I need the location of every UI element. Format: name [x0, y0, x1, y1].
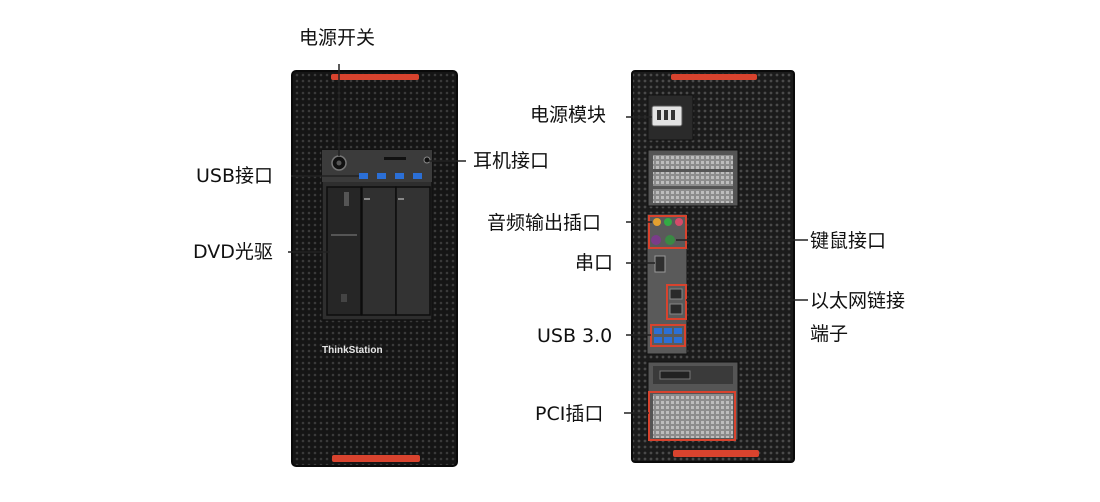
power-module-icon — [647, 94, 694, 141]
label-ps2-port: 键鼠接口 — [810, 230, 887, 252]
label-serial-port: 串口 — [575, 252, 614, 274]
dvd-drive-icon — [326, 186, 362, 316]
label-usb-port: USB接口 — [196, 165, 274, 187]
label-power-switch: 电源开关 — [299, 27, 376, 49]
leader-lines — [288, 64, 808, 414]
top-handle-rear — [671, 74, 757, 80]
bottom-foot-rear — [673, 450, 759, 457]
rear-case — [631, 70, 795, 463]
drive-bay-2 — [395, 186, 431, 316]
headphone-jack-icon — [423, 156, 431, 164]
pci-slot-icon — [653, 394, 733, 438]
drive-bay-1 — [361, 186, 397, 316]
serial-port-icon — [654, 255, 666, 273]
front-case — [291, 70, 458, 467]
top-handle-front — [331, 74, 419, 80]
ps2-ports-icon — [651, 235, 675, 245]
front-usb-ports-icon — [359, 173, 422, 179]
bottom-foot-front — [332, 455, 420, 462]
rear-usb3-ports-icon — [654, 328, 682, 343]
label-usb3: USB 3.0 — [537, 325, 613, 347]
audio-jacks-icon — [653, 218, 683, 226]
label-power-module: 电源模块 — [530, 104, 607, 126]
label-ethernet-port: 以太网链接端子 — [810, 290, 906, 345]
label-pci-slot: PCI插口 — [535, 403, 604, 425]
label-audio-io: 音频输出插口 — [487, 212, 602, 234]
label-headphone-port: 耳机接口 — [473, 150, 550, 172]
ethernet-ports-icon — [669, 288, 683, 315]
label-dvd-drive: DVD光驱 — [193, 241, 273, 263]
brand-logo-text: ThinkStation — [322, 345, 383, 356]
power-button-icon — [331, 155, 347, 171]
